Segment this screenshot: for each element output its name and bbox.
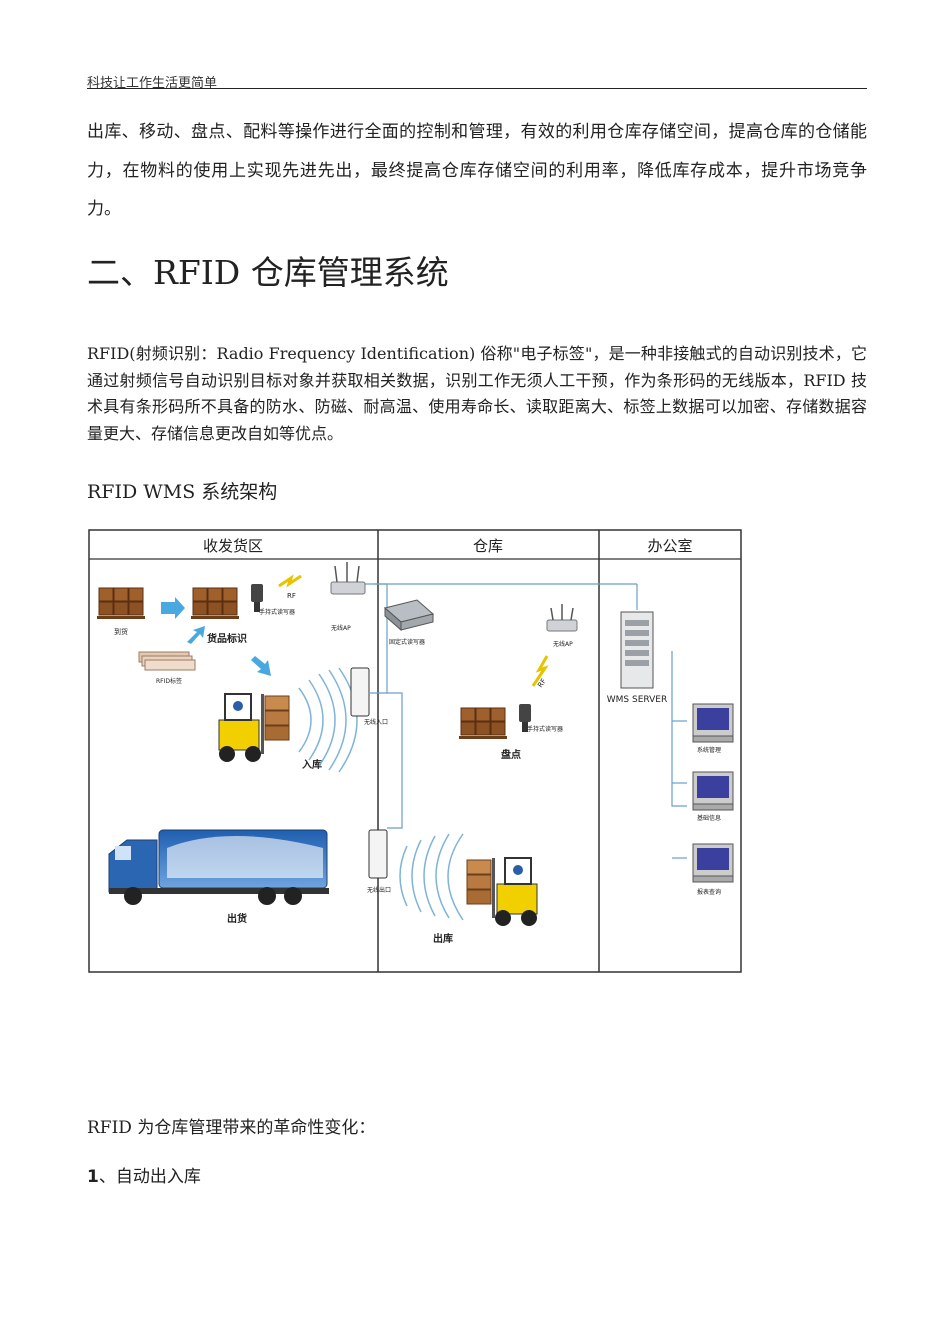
label-rf-2: RF (536, 677, 548, 689)
label-system-management: 系统管理 (697, 746, 721, 754)
handheld-reader-icon (251, 584, 263, 612)
list-item-1: 1、自动出入库 (87, 1162, 201, 1187)
label-rf-1: RF (287, 592, 296, 600)
label-handheld-reader-1: 手持式读写器 (259, 608, 295, 616)
label-shipping: 出货 (227, 912, 247, 925)
label-outbound: 出库 (433, 932, 453, 945)
forklift-outbound-icon (466, 857, 538, 926)
label-handheld-reader-2: 手持式读写器 (527, 725, 563, 733)
label-basic-info: 基础信息 (697, 814, 721, 822)
list-item-number: 1 (87, 1167, 99, 1187)
label-wireless-ap-1: 无线AP (331, 624, 351, 632)
label-inbound: 入库 (302, 758, 322, 771)
network-lines (362, 583, 687, 859)
wms-server-icon (620, 611, 654, 689)
diagram-frame (88, 529, 742, 973)
truck-icon (108, 829, 329, 905)
architecture-title: RFID WMS 系统架构 (87, 481, 278, 503)
forklift-inbound-icon (218, 693, 290, 762)
entrance-reader-icon (350, 667, 370, 717)
tagged-boxes (191, 587, 239, 619)
fixed-reader-icon (383, 599, 435, 632)
label-wms-server: WMS SERVER (607, 695, 668, 705)
label-arrival: 到货 (114, 627, 128, 636)
label-wireless-ap-2: 无线AP (553, 640, 573, 648)
exit-reader-icon (368, 829, 388, 879)
computer-icon (692, 703, 734, 743)
arrow-icon (251, 656, 271, 676)
label-rfid-tag: RFID标签 (156, 677, 182, 685)
list-item-text: 、自动出入库 (98, 1167, 201, 1187)
label-wireless-exit: 无线出口 (367, 886, 391, 894)
rfid-wms-architecture-diagram: 收发货区 仓库 办公室 到货 (87, 528, 743, 974)
section-heading: 二、RFID 仓库管理系统 (87, 253, 449, 292)
inventory-boxes (459, 707, 507, 739)
wireless-ap-icon (330, 562, 366, 595)
label-inventory: 盘点 (501, 748, 521, 761)
rf-waves-outbound (399, 833, 464, 921)
computer-icon (692, 843, 734, 883)
computer-icon (692, 771, 734, 811)
arrow-icon (187, 626, 205, 644)
zone-warehouse: 仓库 (473, 537, 503, 555)
wireless-ap-icon (546, 604, 578, 632)
intro-paragraph: 出库、移动、盘点、配料等操作进行全面的控制和管理，有效的利用仓库存储空间，提高仓… (87, 122, 867, 219)
rfid-paragraph: RFID(射频识别：Radio Frequency Identification… (87, 344, 867, 443)
label-goods-tagging: 货品标识 (207, 632, 247, 645)
label-fixed-reader: 固定式读写器 (389, 638, 425, 646)
arrow-icon (161, 597, 185, 619)
label-report-query: 报表查询 (697, 888, 721, 896)
label-wireless-entrance: 无线入口 (364, 718, 388, 726)
rfid-tag-icon (138, 651, 196, 671)
page-header: 科技让工作生活更简单 (87, 76, 218, 91)
zone-receiving: 收发货区 (203, 537, 263, 555)
rf-signal-icon (278, 574, 302, 588)
arrival-boxes (97, 587, 145, 619)
revolution-line: RFID 为仓库管理带来的革命性变化： (87, 1118, 376, 1138)
handheld-reader-icon (519, 704, 531, 732)
header-rule (87, 88, 867, 89)
rf-signal-icon (531, 655, 549, 687)
rf-waves-inbound (298, 667, 358, 773)
zone-office: 办公室 (647, 537, 692, 555)
